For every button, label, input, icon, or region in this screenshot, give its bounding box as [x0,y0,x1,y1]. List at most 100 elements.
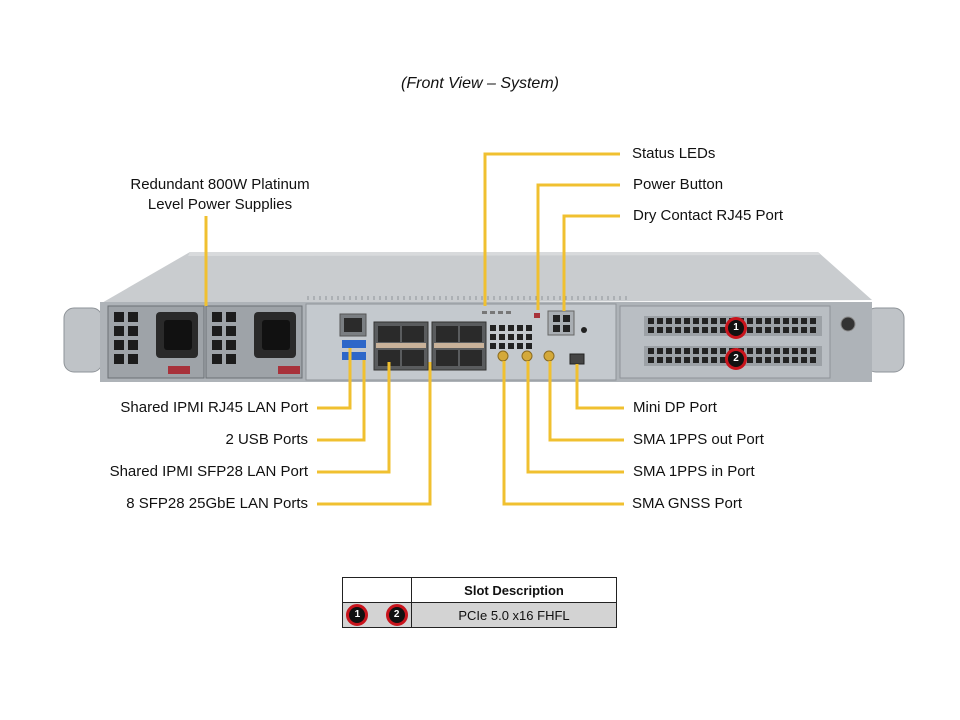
pcie-vent-hole [810,348,816,354]
pcie-vent-hole [702,357,708,363]
slot-table-header-row: Slot Description [342,577,617,603]
leader-sma-1pps-out [548,361,624,442]
callout-ipmi-rj45: Shared IPMI RJ45 LAN Port [120,399,308,416]
pcie-vent-hole [801,348,807,354]
pcie-vent-hole [756,357,762,363]
pcie-vent-hole [666,318,672,324]
callout-sfp28-ports: 8 SFP28 25GbE LAN Ports [126,495,308,512]
pcie-vent-hole [711,318,717,324]
power-supply-1 [107,305,205,379]
leader-usb [317,360,366,442]
pcie-vent-hole [702,318,708,324]
callout-sma-1pps-out: SMA 1PPS out Port [633,431,764,448]
pcie-vent-hole [810,327,816,333]
leader-mini-dp [575,364,624,410]
pcie-vent-hole [747,357,753,363]
sfp28-cage-left [373,321,429,371]
callout-psu-line1: Redundant 800W Platinum [130,176,310,193]
status-leds [482,311,511,314]
pcie-vent-hole [657,348,663,354]
pcie-vent-hole [711,327,717,333]
pcie-vent-hole [747,327,753,333]
pcie-vent-hole [801,318,807,324]
pcie-vent-hole [711,348,717,354]
pcie-vent-hole [720,318,726,324]
pcie-vent-hole [657,327,663,333]
callout-status-leds: Status LEDs [632,145,716,162]
pcie-vent-hole [765,318,771,324]
callout-sma-gnss: SMA GNSS Port [632,495,743,512]
pcie-vent-hole [783,318,789,324]
pcie-vent-hole [675,327,681,333]
pcie-vent-hole [702,348,708,354]
callout-usb-ports: 2 USB Ports [225,431,308,448]
pcie-vent-hole [720,357,726,363]
pcie-vent-hole [792,357,798,363]
thumbscrew [840,316,856,332]
pcie-vent-hole [774,348,780,354]
slot-table-badge-2: 2 [385,604,408,626]
usb-port-1 [342,340,366,348]
pcie-vent-hole [693,318,699,324]
usb-port-2 [342,352,366,360]
pcie-vent-hole [684,327,690,333]
leader-sma-gnss [502,361,624,506]
pcie-vent-hole [702,327,708,333]
callout-ipmi-sfp28: Shared IPMI SFP28 LAN Port [109,463,308,480]
pcie-vent-hole [765,348,771,354]
callout-dry-contact-rj45: Dry Contact RJ45 Port [633,207,784,224]
psu-release-latch-2 [278,366,300,374]
pcie-vent-hole [675,318,681,324]
pcie-vent-hole [756,318,762,324]
callout-power-supplies: Redundant 800W Platinum Level Power Supp… [90,175,350,215]
psu-release-latch-1 [168,366,190,374]
callout-power-button: Power Button [633,176,724,193]
pcie-vent-hole [792,327,798,333]
pcie-vent-hole [648,357,654,363]
pcie-vent-hole [783,348,789,354]
pcie-vent-hole [684,318,690,324]
slot-table-corner [342,577,412,603]
pcie-vent-hole [783,357,789,363]
pcie-vent-hole [684,348,690,354]
slot-table-description: PCIe 5.0 x16 FHFL [411,602,617,628]
pcie-vent-hole [747,348,753,354]
pcie-vent-hole [765,327,771,333]
pcie-vent-hole [774,327,780,333]
callout-psu-line2: Level Power Supplies [147,196,293,213]
pcie-vent-hole [792,318,798,324]
pcie-vent-hole [720,348,726,354]
pcie-vent-hole [774,357,780,363]
pcie-vent-hole [666,327,672,333]
pcie-vent-hole [648,348,654,354]
pcie-vent-hole [747,318,753,324]
pcie-vent-hole [684,357,690,363]
power-supply-2 [205,305,303,379]
pcie-vent-hole [666,348,672,354]
leader-sfp28-ports [317,362,432,506]
leader-power-button [536,183,620,310]
pcie-vent-hole [675,348,681,354]
sfp28-cage-right [431,321,487,371]
pcie-vent-hole [657,318,663,324]
pcie-vent-hole [720,327,726,333]
callout-mini-dp: Mini DP Port [633,399,717,416]
table-row: 1 2 PCIe 5.0 x16 FHFL [342,602,617,628]
view-caption: (Front View – System) [401,75,559,92]
leader-sma-1pps-in [526,361,624,474]
pcie-vent-hole [693,357,699,363]
leader-status-leds [483,152,620,306]
slot-badge-1: 1 [725,317,747,339]
leader-ipmi-sfp28 [317,362,391,474]
slot-table-badges-cell: 1 2 [342,602,412,628]
slot-table-badge-1: 1 [346,604,369,626]
leader-ipmi-rj45 [317,348,352,410]
pcie-vent-hole [810,357,816,363]
callout-sma-1pps-in: SMA 1PPS in Port [633,463,755,480]
pcie-vent-hole [774,318,780,324]
io-vent-grid [490,325,532,349]
pcie-vent-hole [693,348,699,354]
pcie-vent-hole [810,318,816,324]
pcie-vent-hole [801,357,807,363]
